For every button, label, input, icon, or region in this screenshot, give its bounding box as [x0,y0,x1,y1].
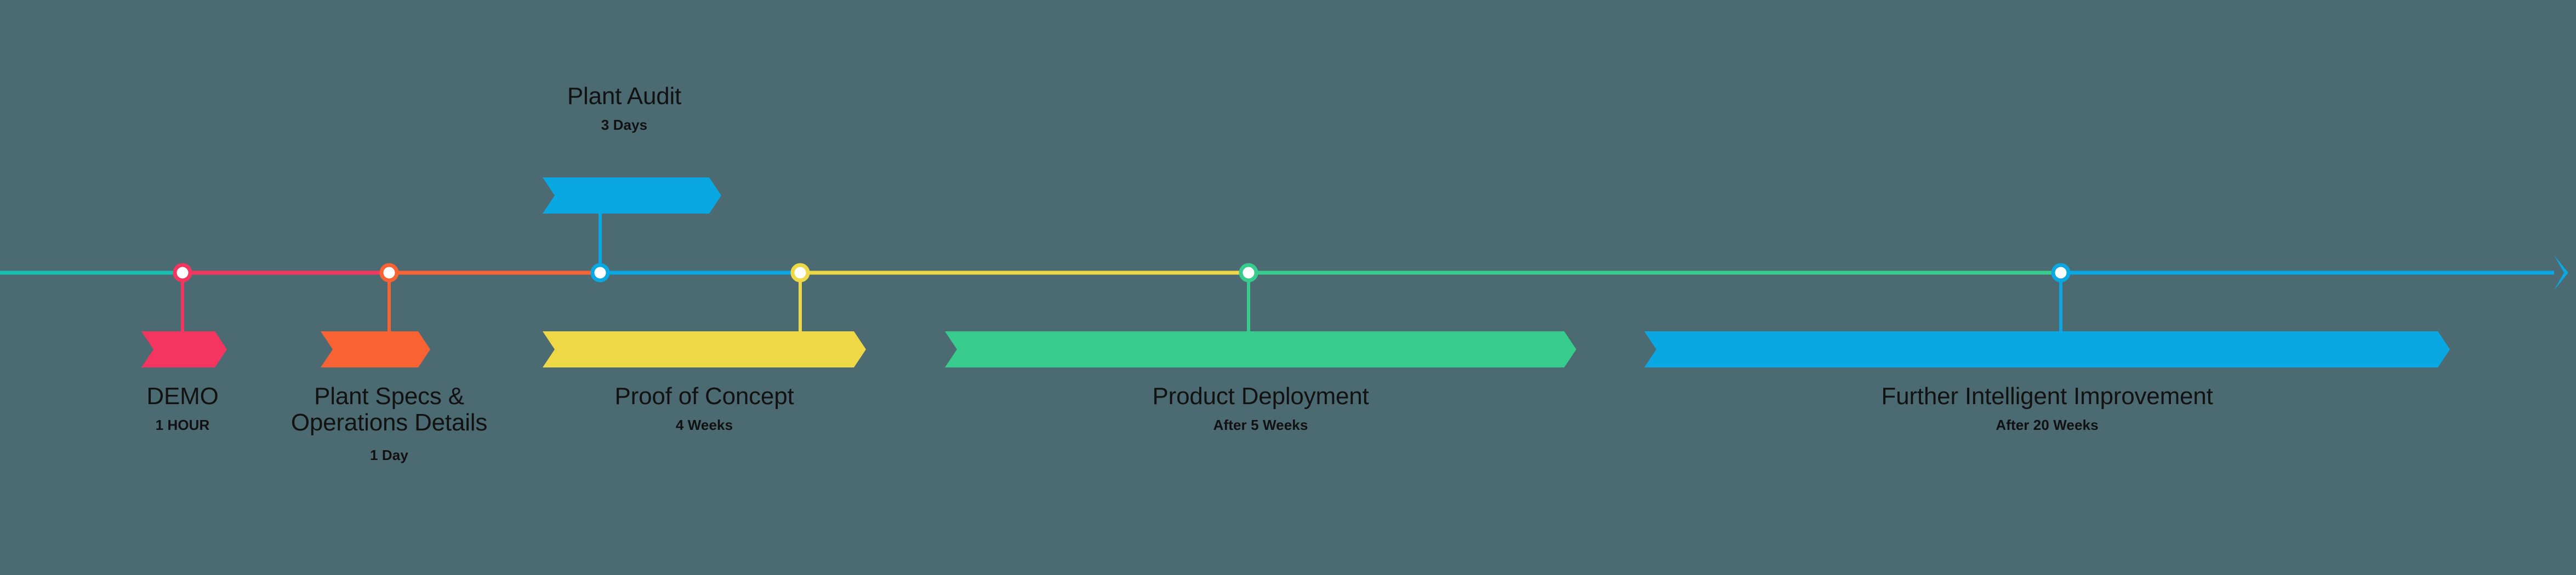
milestone-node-plant-audit[interactable] [590,263,610,283]
timeline-arrowhead-icon [2554,255,2568,290]
milestone-banner-plant-specs[interactable] [321,331,430,367]
milestone-connectors [181,214,2062,331]
milestone-node-further-intelligent-improvement[interactable] [2051,263,2071,283]
milestone-node-product-deployment[interactable] [1239,263,1258,283]
milestone-node-proof-of-concept[interactable] [790,263,810,283]
milestone-nodes [173,263,2071,283]
timeline-arrow-icon [2554,255,2568,290]
milestone-node-demo[interactable] [173,263,192,283]
milestone-banner-product-deployment[interactable] [945,331,1576,367]
milestone-banner-plant-audit[interactable] [543,177,721,214]
milestone-banner-proof-of-concept[interactable] [543,331,866,367]
milestone-banner-further-intelligent-improvement[interactable] [1644,331,2450,367]
milestone-banner-demo[interactable] [141,331,227,367]
milestone-banners [141,177,2450,367]
milestone-node-plant-specs[interactable] [379,263,399,283]
